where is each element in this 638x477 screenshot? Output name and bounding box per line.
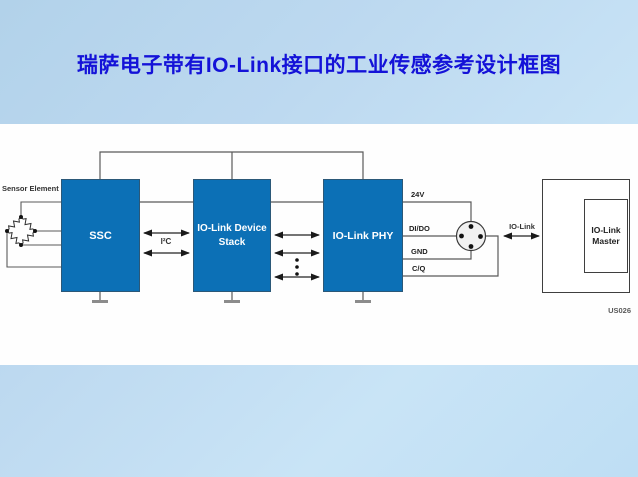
wheatstone-bridge-icon — [5, 215, 37, 247]
ellipsis-dots — [295, 258, 299, 276]
signal-wires — [140, 201, 499, 277]
i2c-label: I²C — [160, 237, 172, 246]
ground-symbols — [92, 292, 371, 303]
block-iolink-device-stack: IO-Link Device Stack — [193, 179, 271, 292]
signal-label-24v: 24V — [411, 190, 425, 199]
signal-label-gnd: GND — [411, 247, 428, 256]
signal-label-cq: C/Q — [412, 264, 426, 273]
iolink-link-label: IO-Link — [509, 222, 535, 231]
iolink-master-block: IO-Link Master — [584, 199, 628, 273]
device-connector-icon — [455, 220, 487, 252]
figure-id-label: US026 — [608, 306, 631, 315]
stack-phy-arrows — [274, 231, 320, 281]
slide-title: 瑞萨电子带有IO-Link接口的工业传感参考设计框图 — [76, 54, 562, 77]
block-ssc: SSC — [61, 179, 140, 292]
signal-label-dido: DI/DO — [409, 224, 430, 233]
sensor-wires — [6, 201, 61, 268]
top-bus-wire — [99, 151, 364, 179]
block-iolink-phy: IO-Link PHY — [323, 179, 403, 292]
i2c-arrows — [143, 229, 190, 257]
sensor-element-label: Sensor Element — [2, 184, 59, 193]
